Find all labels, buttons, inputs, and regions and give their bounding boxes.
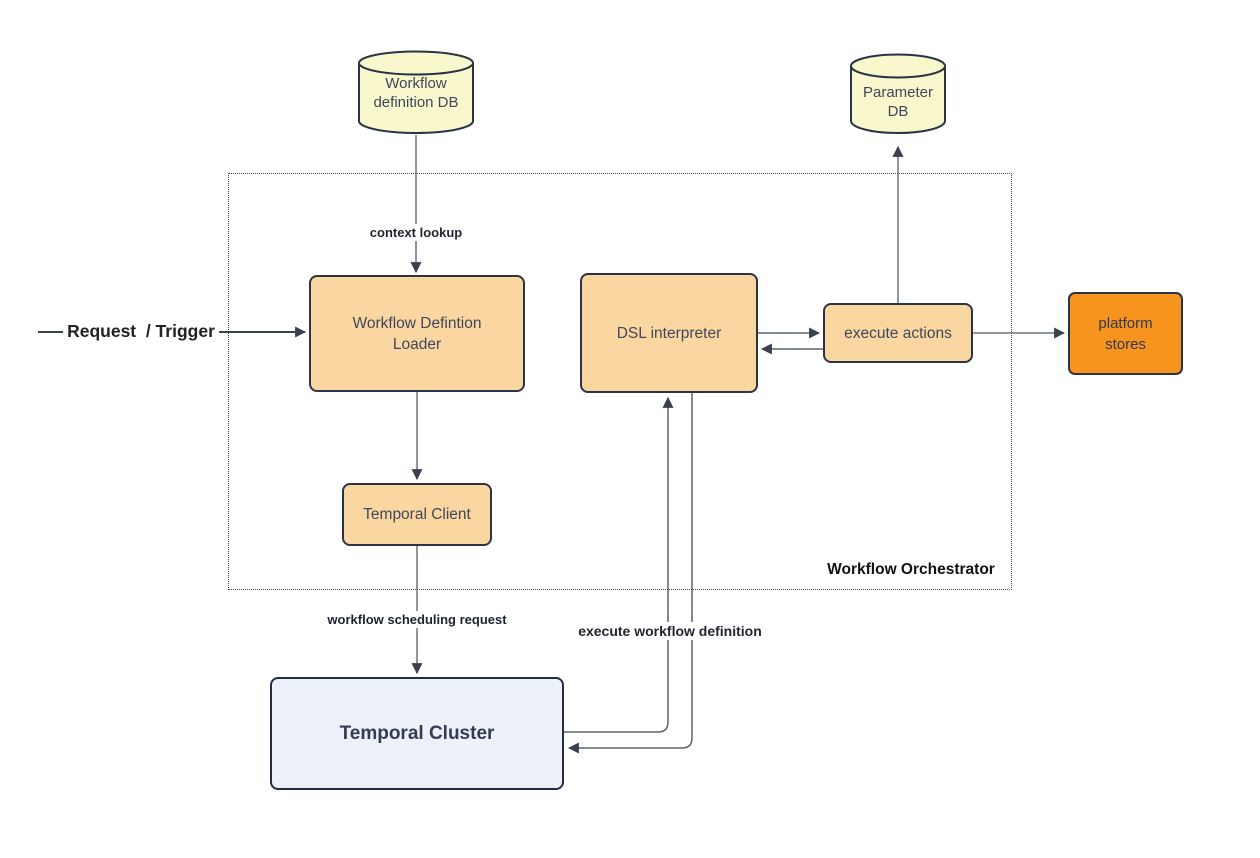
- workflow-orchestrator-label: Workflow Orchestrator: [827, 561, 995, 578]
- parameter-db: Parameter DB: [850, 53, 946, 135]
- platform-stores-label: platform stores: [1098, 314, 1153, 353]
- platform-stores-box: platform stores: [1068, 292, 1183, 375]
- workflow-definition-loader-box: Workflow Defintion Loader: [309, 275, 525, 392]
- temporal-cluster-box: Temporal Cluster: [270, 677, 564, 790]
- dsl-interpreter-box: DSL interpreter: [580, 273, 758, 393]
- database-cylinder-icon: [358, 50, 474, 134]
- workflow-scheduling-request-label: workflow scheduling request: [323, 611, 511, 628]
- temporal-client-label: Temporal Client: [363, 506, 471, 523]
- request-trigger-label: Request / Trigger: [63, 320, 219, 343]
- dsl-interpreter-label: DSL interpreter: [616, 324, 722, 342]
- workflow-definition-loader-label: Workflow Defintion Loader: [352, 314, 482, 353]
- edge-dsl-to-cluster: [567, 393, 693, 754]
- workflow-definition-db: Workflow definition DB: [358, 50, 474, 135]
- temporal-client-box: Temporal Client: [342, 483, 492, 546]
- execute-workflow-definition-label: execute workflow definition: [574, 622, 766, 640]
- workflow-orchestrator-container: [228, 173, 1012, 590]
- execute-actions-box: execute actions: [823, 303, 973, 363]
- execute-actions-label: execute actions: [844, 324, 952, 342]
- temporal-cluster-label: Temporal Cluster: [339, 723, 495, 744]
- edge-cluster-to-dsl: [564, 396, 674, 733]
- parameter-db-label: Parameter DB: [862, 84, 934, 120]
- context-lookup-label: context lookup: [365, 224, 467, 241]
- database-cylinder-icon: [850, 53, 946, 134]
- workflow-definition-db-label: Workflow definition DB: [373, 75, 459, 111]
